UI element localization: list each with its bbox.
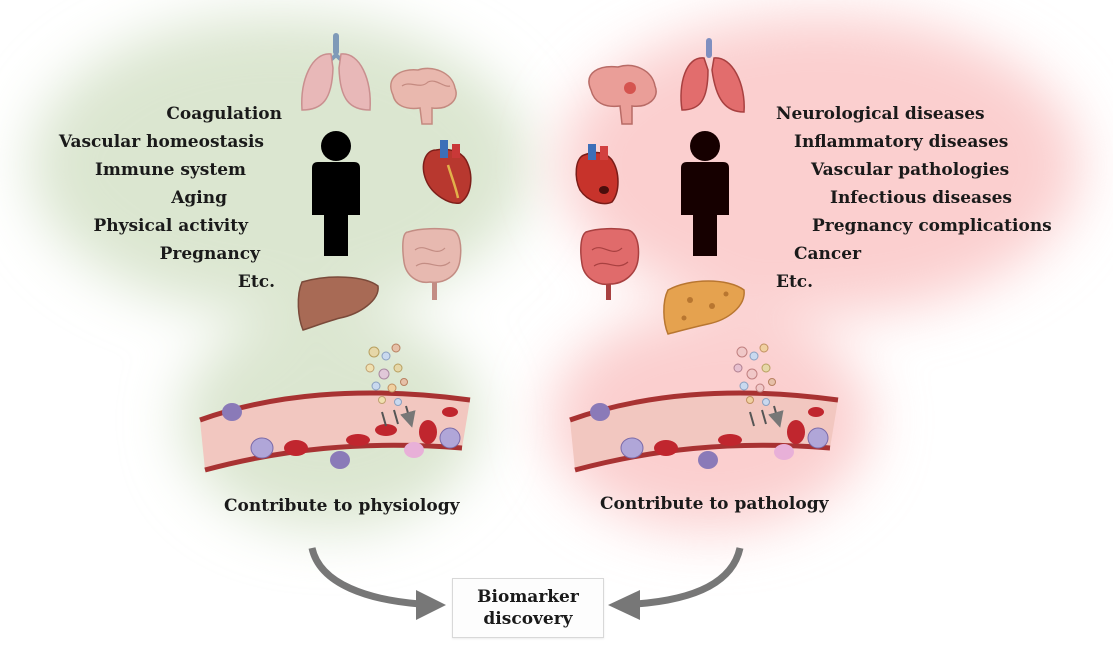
lungs-icon [680, 38, 745, 113]
liver-icon [663, 280, 745, 335]
pathology-item: Pregnancy complications [812, 216, 1052, 236]
arrow-icon [608, 547, 744, 620]
physiology-caption: Contribute to physiology [224, 496, 460, 516]
heart-icon [422, 140, 472, 204]
physiology-item: Physical activity [93, 216, 248, 236]
biomarker-discovery-box: Biomarker discovery [452, 578, 604, 638]
liver-icon [297, 276, 379, 331]
pathology-item: Cancer [794, 244, 862, 264]
physiology-item: Immune system [94, 160, 246, 180]
brain-icon [390, 67, 457, 125]
pathology-item: Etc. [776, 272, 814, 292]
physiology-item: Pregnancy [159, 244, 260, 264]
pathology-item: Neurological diseases [776, 104, 985, 124]
physiology-item: Coagulation [166, 104, 282, 124]
pathology-item: Vascular pathologies [811, 160, 1010, 180]
lungs-icon [301, 33, 371, 111]
physiology-item: Aging [171, 188, 227, 208]
pathology-caption: Contribute to pathology [600, 494, 829, 514]
pathology-item: Infectious diseases [830, 188, 1012, 208]
intestine-icon [580, 227, 640, 300]
arrow-icon [308, 547, 446, 620]
heart-icon [575, 144, 619, 205]
physiology-item: Vascular homeostasis [58, 132, 264, 152]
extracellular-vesicles-icon [733, 343, 778, 426]
physiology-item: Etc. [237, 272, 275, 292]
person-icon [681, 131, 729, 256]
biomarker-label: Biomarker [477, 587, 579, 607]
intestine-icon [402, 227, 462, 300]
pathology-item: Inflammatory diseases [794, 132, 1009, 152]
person-icon [312, 131, 360, 256]
discovery-label: discovery [483, 609, 573, 629]
brain-icon [588, 64, 657, 125]
extracellular-vesicles-icon [365, 343, 410, 426]
physiology-list: Coagulation Vascular homeostasis Immune … [0, 0, 282, 300]
